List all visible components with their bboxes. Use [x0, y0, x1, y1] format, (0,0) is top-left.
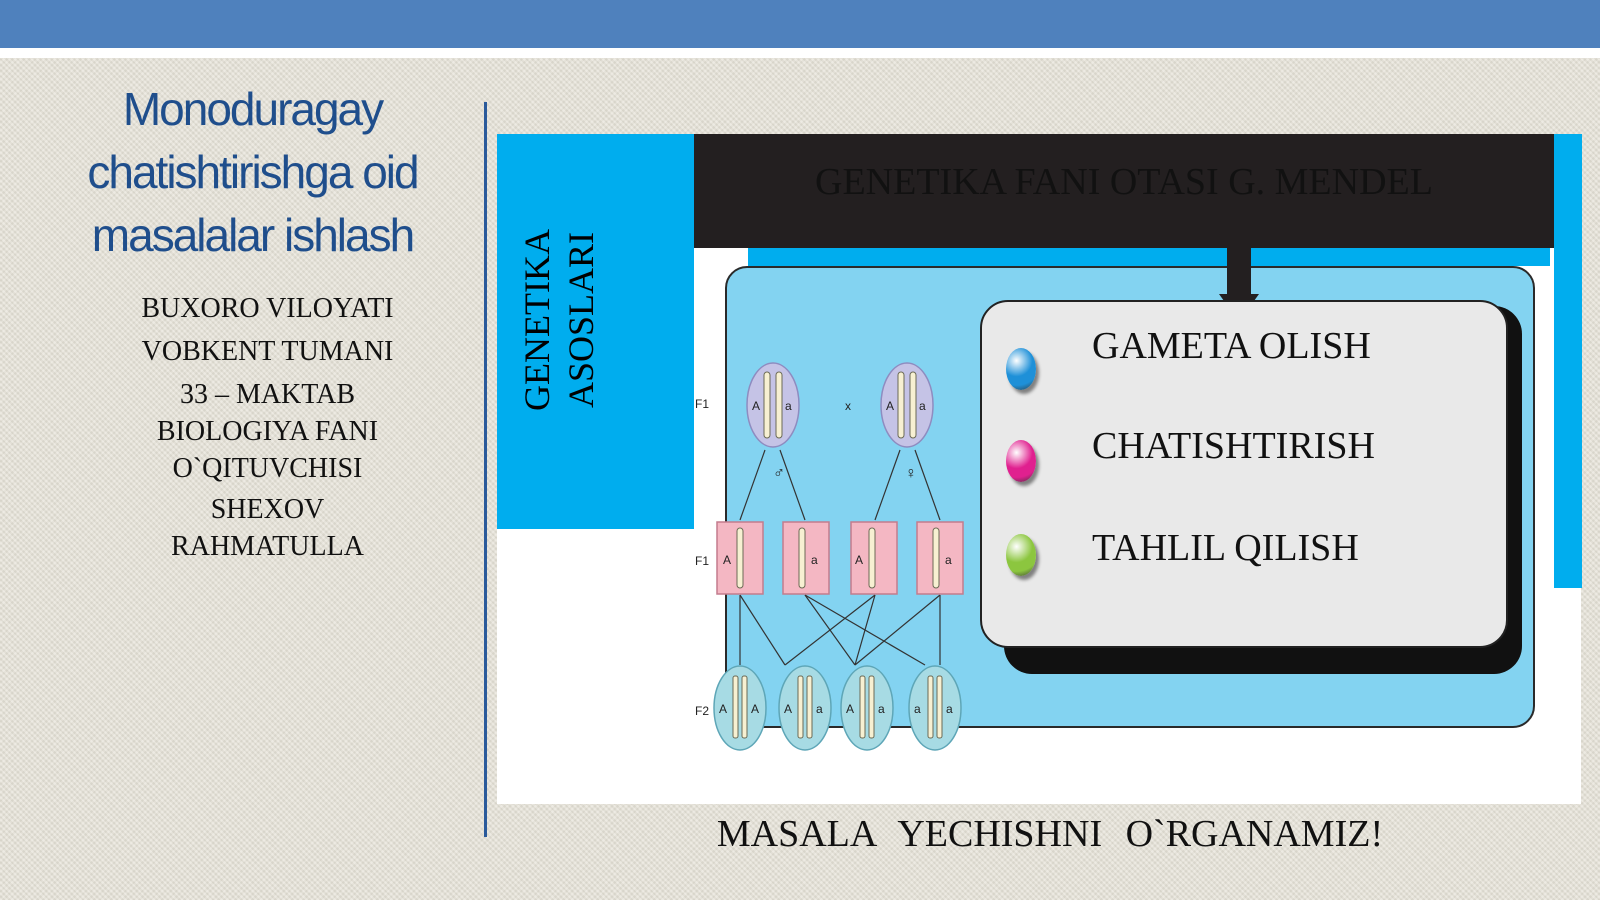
genetic-cross-diagram: F1 F1 F2 x ♂ ♀ A a A a A a A a — [695, 362, 964, 751]
offspring-aa: a a — [908, 665, 962, 751]
svg-text:a: a — [816, 702, 823, 716]
svg-text:A: A — [752, 399, 760, 413]
parent-cell-female: A a — [880, 362, 934, 448]
offspring-AA: A A — [713, 665, 767, 751]
step-item-2: CHATISHTIRISH — [1092, 425, 1375, 467]
diagram-header: GENETIKA FANI OTASI G. MENDEL — [815, 161, 1433, 203]
gen-label-f2: F2 — [695, 704, 709, 718]
panel-right-edge — [1554, 134, 1582, 588]
header-dark-bar — [694, 134, 1554, 248]
svg-text:A: A — [719, 702, 727, 716]
svg-text:A: A — [784, 702, 792, 716]
gamete-2: a — [782, 521, 830, 595]
step-item-1: GAMETA OLISH — [1092, 325, 1371, 367]
svg-text:A: A — [886, 399, 894, 413]
green-bullet-icon — [1006, 534, 1036, 576]
cross-lines — [739, 449, 941, 666]
top-header-bar — [0, 0, 1600, 48]
gamete-3: A — [850, 521, 898, 595]
author-region: BUXORO VILOYATI — [141, 293, 394, 324]
svg-text:a: a — [914, 702, 921, 716]
cross-sign: x — [845, 399, 851, 413]
steps-list-box — [980, 300, 1508, 648]
step-item-3: TAHLIL QILISH — [1092, 527, 1359, 569]
author-surname: SHEXOV — [210, 494, 325, 525]
side-label-box — [497, 134, 694, 529]
author-subject: BIOLOGIYA FANI — [156, 416, 379, 447]
title-line-3: masalalar ishlash — [91, 209, 415, 261]
gamete-4: a — [916, 521, 964, 595]
bottom-caption: MASALA YECHISHNI O`RGANAMIZ! — [716, 813, 1384, 855]
author-name: RAHMATULLA — [171, 531, 364, 562]
parent-cell-male: A a — [746, 362, 800, 448]
blue-bullet-icon — [1006, 348, 1036, 390]
gamete-1: A — [716, 521, 764, 595]
svg-text:a: a — [946, 702, 953, 716]
svg-text:a: a — [945, 553, 952, 567]
offspring-Aa-1: A a — [778, 665, 832, 751]
author-info: BUXORO VILOYATI VOBKENT TUMANI 33 – MAKT… — [85, 290, 450, 565]
gen-label-f1-top: F1 — [695, 397, 709, 411]
offspring-Aa-2: A a — [840, 665, 894, 751]
slide-title: Monoduragay chatishtirishga oid masalala… — [30, 78, 475, 267]
header-separator — [0, 48, 1600, 58]
author-school: 33 – MAKTAB — [179, 379, 356, 410]
arrow-down-icon — [1227, 248, 1251, 296]
side-label-line-1: GENETIKA — [517, 229, 557, 411]
svg-text:A: A — [751, 702, 759, 716]
gen-label-f1-mid: F1 — [695, 554, 709, 568]
male-icon: ♂ — [773, 465, 785, 482]
author-role: O`QITUVCHISI — [172, 453, 363, 484]
svg-text:a: a — [878, 702, 885, 716]
title-line-2: chatishtirishga oid — [87, 146, 419, 198]
svg-text:A: A — [855, 553, 863, 567]
side-label: GENETIKA ASOSLARI — [515, 210, 615, 430]
svg-text:A: A — [723, 553, 731, 567]
female-icon: ♀ — [905, 465, 917, 482]
author-district: VOBKENT TUMANI — [141, 336, 394, 367]
svg-text:A: A — [846, 702, 854, 716]
svg-text:a: a — [785, 399, 792, 413]
title-line-1: Monoduragay — [122, 83, 384, 135]
svg-text:a: a — [919, 399, 926, 413]
vertical-divider — [484, 102, 487, 837]
svg-text:a: a — [811, 553, 818, 567]
blue-strip — [748, 248, 1550, 266]
side-label-line-2: ASOSLARI — [561, 231, 601, 409]
pink-bullet-icon — [1006, 440, 1036, 482]
